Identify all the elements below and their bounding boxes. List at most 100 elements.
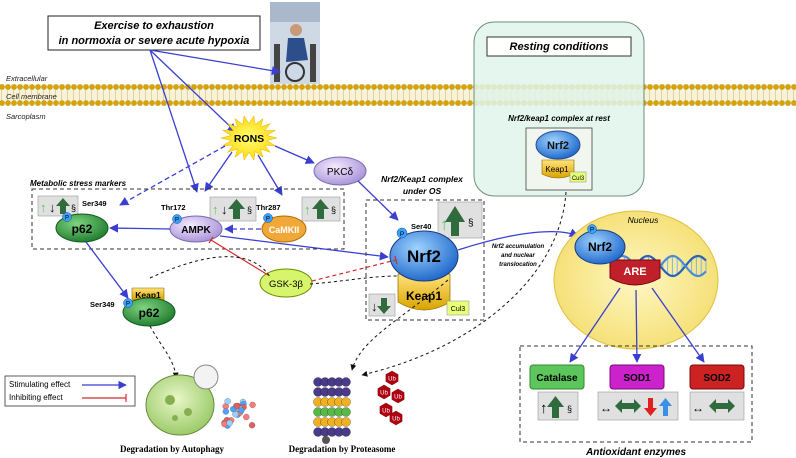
lipid-head — [311, 100, 317, 106]
lipid-head — [5, 100, 11, 106]
ampk-phospho-label: P — [175, 218, 179, 224]
camkii-node — [261, 215, 307, 243]
degradation-autophagy-label: Degradation by Autophagy — [120, 444, 225, 454]
ampk-down-arrow-icon: ↓ — [221, 202, 228, 217]
lipid-head — [659, 100, 665, 106]
lipid-head — [773, 100, 779, 106]
resting-cul3-label: Cul3 — [572, 176, 585, 182]
debris-particle — [248, 422, 256, 429]
accumulation-line2: and nuclear — [501, 253, 535, 259]
lipid-head — [677, 100, 683, 106]
lipid-head — [413, 100, 419, 106]
lipid-head — [305, 84, 311, 90]
complex-to-proteasome-arrow — [350, 279, 449, 371]
lipid-head — [215, 84, 221, 90]
lipid-head — [425, 84, 431, 90]
lipid-head — [125, 100, 131, 106]
lipid-head — [179, 100, 185, 106]
lipid-head — [455, 100, 461, 106]
lipid-head — [161, 100, 167, 106]
sod2-node — [689, 364, 745, 390]
lipid-head — [203, 84, 209, 90]
p62-block-up-icon — [56, 198, 70, 214]
lipid-head — [65, 84, 71, 90]
lipid-head — [17, 84, 23, 90]
sod1-label: SOD1 — [623, 373, 651, 384]
lipid-head — [251, 100, 257, 106]
lipid-head — [179, 84, 185, 90]
complex-cul3-label: Cul3 — [451, 306, 466, 313]
lipid-head — [461, 84, 467, 90]
lipid-head — [347, 100, 353, 106]
complex-title-line2: under OS — [403, 186, 442, 196]
lipid-head — [47, 84, 53, 90]
lipid-head — [371, 84, 377, 90]
lipid-head — [689, 100, 695, 106]
lipid-head — [467, 84, 473, 90]
lipid-head — [431, 84, 437, 90]
debris-particle — [238, 407, 245, 414]
lipid-head — [719, 84, 725, 90]
lipid-head — [419, 100, 425, 106]
nucleus-phospho-label: P — [590, 228, 594, 234]
debris-particle — [249, 401, 256, 409]
lipid-head — [437, 100, 443, 106]
catalase-up-arrow-icon: ↑ — [540, 400, 548, 417]
catalase-node — [529, 364, 585, 390]
lipid-head — [353, 100, 359, 106]
debris-particle — [226, 419, 233, 427]
proteasome-fragment — [322, 436, 330, 444]
lipid-head — [119, 84, 125, 90]
pkc-delta-label: PKCδ — [327, 167, 354, 178]
lipid-head — [467, 100, 473, 106]
lipid-head — [329, 100, 335, 106]
autophagy-arrow — [149, 325, 179, 379]
resting-conditions-panel — [473, 21, 645, 197]
ubiquitin-label: Ub — [388, 377, 396, 383]
exercise-title-box — [47, 15, 261, 51]
lipid-head — [407, 100, 413, 106]
exercise-title-line1: Exercise to exhaustion — [94, 20, 214, 32]
lipid-head — [725, 100, 731, 106]
are-to-enzyme-arrows — [569, 287, 705, 363]
lipid-head — [335, 84, 341, 90]
lipid-head — [281, 100, 287, 106]
lipid-head — [785, 84, 791, 90]
lipid-head — [23, 100, 29, 106]
nrf2-section-mark: § — [468, 218, 474, 229]
nucleus-title: Nucleus — [628, 215, 659, 225]
lipid-head — [215, 100, 221, 106]
sod1-neutral-arrow-icon: ↔ — [600, 401, 612, 415]
lipid-head — [791, 84, 796, 90]
lipid-head — [191, 100, 197, 106]
lipid-head — [131, 84, 137, 90]
p62-phospho-badge — [62, 212, 72, 222]
lipid-head — [143, 100, 149, 106]
lipid-head — [659, 84, 665, 90]
lipid-head — [113, 84, 119, 90]
lipid-head — [365, 84, 371, 90]
lipid-head — [761, 84, 767, 90]
resting-title-box — [486, 36, 632, 57]
lipid-head — [197, 84, 203, 90]
debris-particle — [243, 413, 250, 421]
lipid-head — [419, 84, 425, 90]
lipid-head — [767, 100, 773, 106]
lipid-head — [35, 100, 41, 106]
lipid-head — [275, 100, 281, 106]
sod1-blue-up-icon — [659, 398, 672, 416]
lipid-head — [755, 100, 761, 106]
lipid-head — [119, 100, 125, 106]
lipid-head — [677, 84, 683, 90]
legend-box — [4, 375, 136, 407]
lipid-head — [107, 84, 113, 90]
lipid-head — [107, 100, 113, 106]
lipid-head — [95, 84, 101, 90]
lipid-head — [665, 100, 671, 106]
keap1-gsk-dashed-link — [309, 275, 399, 285]
ampk-thr172-label: Thr172 — [161, 203, 186, 212]
lipid-head — [29, 100, 35, 106]
keap1-block-down-icon — [377, 298, 391, 314]
lipid-head — [761, 100, 767, 106]
resting-keap1-label: Keap1 — [545, 165, 569, 174]
